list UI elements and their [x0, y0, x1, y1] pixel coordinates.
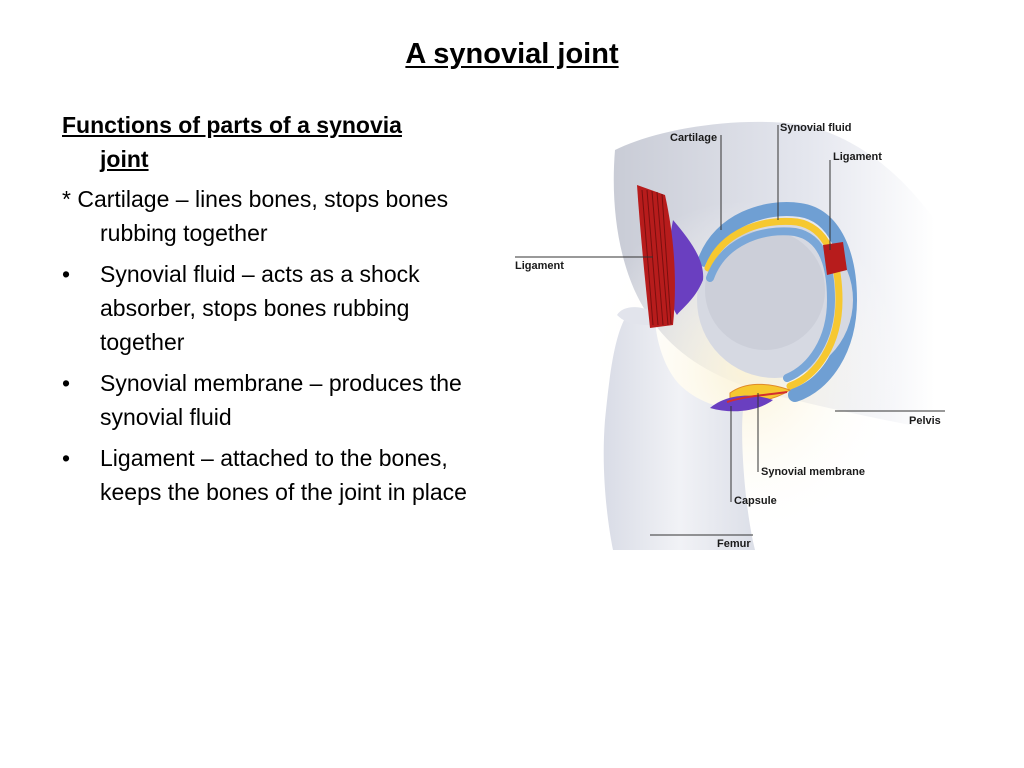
bullet-item-synovial-fluid: • Synovial fluid – acts as a shock absor… — [62, 257, 482, 359]
label-ligament-top: Ligament — [833, 151, 882, 163]
femur-bone — [603, 310, 755, 550]
bullet-text: Ligament – attached to the bones, keeps … — [100, 445, 467, 505]
acetabulum-cartilage — [698, 202, 858, 402]
bullet-symbol: • — [62, 370, 71, 396]
label-ligament-left: Ligament — [515, 260, 564, 272]
functions-heading: Functions of parts of a synovia joint — [62, 108, 482, 176]
hip-joint-diagram: Cartilage Synovial fluid Ligament Ligame… — [505, 110, 950, 560]
label-leaders — [515, 125, 945, 536]
hip-joint-svg: Cartilage Synovial fluid Ligament Ligame… — [515, 121, 945, 550]
bullet-symbol: • — [62, 445, 71, 471]
joint-capsule-upper — [668, 220, 704, 315]
label-pelvis: Pelvis — [909, 415, 941, 427]
label-capsule: Capsule — [734, 495, 777, 507]
cartilage-paragraph: * Cartilage – lines bones, stops bones r… — [62, 186, 449, 246]
joint-capsule-lower — [710, 395, 773, 412]
greater-trochanter — [617, 307, 655, 325]
bullet-item-synovial-membrane: • Synovial membrane – produces the synov… — [62, 366, 482, 434]
bullet-item-ligament: • Ligament – attached to the bones, keep… — [62, 441, 482, 509]
upper-ligament — [823, 242, 847, 275]
bullet-symbol: • — [62, 261, 71, 287]
label-synovial-fluid: Synovial fluid — [780, 122, 852, 134]
femoral-head-shade — [705, 230, 825, 350]
label-femur: Femur — [717, 538, 751, 550]
label-cartilage: Cartilage — [670, 132, 717, 144]
slide-title: A synovial joint — [405, 38, 619, 70]
heading-line-2: joint — [100, 146, 149, 172]
text-block: Functions of parts of a synovia joint * … — [62, 108, 482, 516]
synovial-membrane-line — [726, 391, 788, 403]
heading-line-1: Functions of parts of a synovia — [62, 112, 402, 138]
bullet-text: Synovial fluid – acts as a shock absorbe… — [100, 261, 420, 355]
femoral-cartilage — [706, 227, 836, 382]
bullet-text: Synovial membrane – produces the synovia… — [100, 370, 462, 430]
label-synovial-membrane: Synovial membrane — [761, 466, 865, 478]
